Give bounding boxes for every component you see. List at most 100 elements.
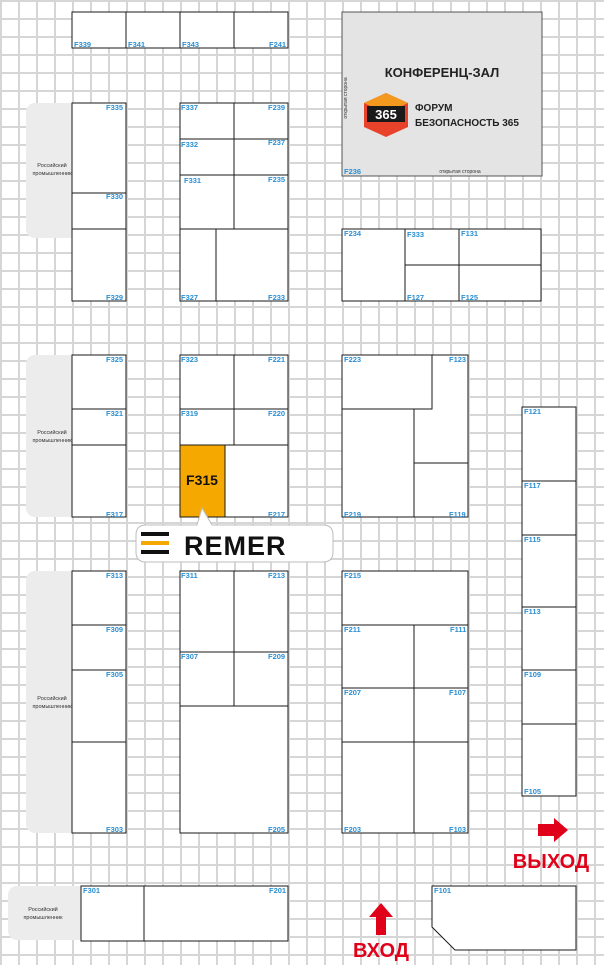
booth-F343[interactable]: F343 — [179, 11, 235, 49]
booth-F220[interactable]: F220 — [233, 408, 289, 446]
booth-F117[interactable]: F117 — [521, 480, 577, 536]
booth-label: F211 — [344, 625, 361, 634]
booth-F303[interactable]: F303 — [71, 741, 127, 834]
booth-label: F333 — [407, 230, 424, 239]
booth-label: F235 — [268, 175, 285, 184]
booth-label: F337 — [181, 103, 198, 112]
booth-F223[interactable]: F223 — [341, 354, 433, 410]
booth-F323[interactable]: F323 — [179, 354, 235, 410]
booth-F113[interactable]: F113 — [521, 606, 577, 671]
exit-arrow-icon — [538, 818, 568, 842]
booth-F335[interactable]: F335 — [71, 102, 127, 194]
booth-F103[interactable]: F103 — [413, 741, 469, 834]
booth-F201[interactable]: F201 — [143, 885, 289, 942]
entrance-label: ВХОД — [353, 940, 409, 962]
booth-label: F207 — [344, 688, 361, 697]
booth-label: F309 — [106, 625, 123, 634]
booth-label: F205 — [268, 825, 285, 834]
booth-F239[interactable]: F239 — [233, 102, 289, 140]
booth-F305[interactable]: F305 — [71, 669, 127, 743]
booth-F215[interactable]: F215 — [341, 570, 469, 626]
booth-label: F241 — [269, 40, 286, 49]
booth-F233[interactable]: F233 — [215, 228, 289, 302]
booth-F217[interactable]: F217 — [224, 444, 289, 519]
booth-label: F236 — [344, 167, 361, 176]
side-panel: Российский промышленник — [26, 355, 78, 517]
booth-F309[interactable]: F309 — [71, 624, 127, 671]
booth-F203[interactable]: F203 — [341, 741, 415, 834]
forum-365-logo: 365 — [364, 93, 408, 137]
conference-hall[interactable]: КОНФЕРЕНЦ-ЗАЛ 365 ФОРУМ БЕЗОПАСНОСТЬ 365… — [341, 11, 543, 177]
booth-F219[interactable]: F219 — [341, 408, 415, 519]
exit-label: ВЫХОД — [513, 851, 589, 873]
booth-F125[interactable]: F125 — [458, 264, 542, 302]
booth-F121[interactable]: F121 — [521, 406, 577, 482]
booth-label: F107 — [449, 688, 466, 697]
booth-label: F327 — [181, 293, 198, 302]
booth-label: F119 — [449, 510, 466, 519]
booth-F236[interactable]: F236 — [344, 167, 361, 176]
booth-F333[interactable]: F333 — [404, 228, 460, 266]
booth-F311[interactable]: F311 — [179, 570, 235, 653]
booth-F332[interactable]: F332 — [179, 138, 235, 176]
booth-label: F127 — [407, 293, 424, 302]
booth-F325[interactable]: F325 — [71, 354, 127, 410]
booth-F301[interactable]: F301 — [80, 885, 145, 942]
booth-F241[interactable]: F241 — [233, 11, 289, 49]
booth-F221[interactable]: F221 — [233, 354, 289, 410]
booth-F109[interactable]: F109 — [521, 669, 577, 725]
booth-F321[interactable]: F321 — [71, 408, 127, 446]
booth-label: F201 — [269, 886, 286, 895]
booth-label: F339 — [74, 40, 91, 49]
booth-F329[interactable]: F329 — [71, 228, 127, 302]
booth-label: F131 — [461, 229, 478, 238]
booth-label: F113 — [524, 607, 541, 616]
side-panel: Российский промышленник — [26, 571, 78, 833]
booth-F211[interactable]: F211 — [341, 624, 415, 689]
booth-F313[interactable]: F313 — [71, 570, 127, 626]
booth-F234[interactable]: F234 — [341, 228, 406, 302]
booth-label: F307 — [181, 652, 198, 661]
booth-F327[interactable]: F327 — [179, 228, 217, 302]
booth-F205[interactable]: F205 — [179, 705, 289, 834]
booth-label: F221 — [268, 355, 285, 364]
booth-label: F203 — [344, 825, 361, 834]
remer-callout[interactable]: REMER — [135, 506, 334, 563]
booth-label: F325 — [106, 355, 123, 364]
booth-F101[interactable]: F101 — [431, 885, 577, 951]
booth-F207[interactable]: F207 — [341, 687, 415, 743]
booth-F341[interactable]: F341 — [125, 11, 181, 49]
booth-F105[interactable]: F105 — [521, 723, 577, 797]
side-panel: Российский промышленник — [8, 886, 86, 940]
booth-F111[interactable]: F111 — [413, 624, 469, 689]
booth-F307[interactable]: F307 — [179, 651, 235, 707]
booth-label: F335 — [106, 103, 123, 112]
booth-label: F341 — [128, 40, 145, 49]
booth-F209[interactable]: F209 — [233, 651, 289, 707]
booth-F131[interactable]: F131 — [458, 228, 542, 266]
booth-F127[interactable]: F127 — [404, 264, 460, 302]
side-label-line2: промышленник — [32, 704, 72, 710]
booth-F115[interactable]: F115 — [521, 534, 577, 608]
booth-F237[interactable]: F237 — [233, 138, 289, 176]
booth-F107[interactable]: F107 — [413, 687, 469, 743]
open-side-left: открытая сторона — [343, 77, 349, 118]
booth-F235[interactable]: F235 — [233, 174, 289, 230]
booth-F339[interactable]: F339 — [71, 11, 127, 49]
conference-title: КОНФЕРЕНЦ-ЗАЛ — [385, 65, 500, 80]
booth-label: F329 — [106, 293, 123, 302]
booth-F315[interactable]: F315 — [179, 444, 226, 518]
booth-F319[interactable]: F319 — [179, 408, 235, 446]
booth-label: F220 — [268, 409, 285, 418]
booth-F119[interactable]: F119 — [413, 462, 469, 519]
booth-F337[interactable]: F337 — [179, 102, 235, 140]
forum-line-2: БЕЗОПАСНОСТЬ 365 — [415, 118, 519, 129]
booth-label: F219 — [344, 510, 361, 519]
booth-F331[interactable]: F331 — [179, 174, 235, 230]
booth-F330[interactable]: F330 — [71, 192, 127, 230]
booth-F317[interactable]: F317 — [71, 444, 127, 519]
booth-F213[interactable]: F213 — [233, 570, 289, 653]
booth-label: F109 — [524, 670, 541, 679]
booth-label: F332 — [181, 140, 198, 149]
